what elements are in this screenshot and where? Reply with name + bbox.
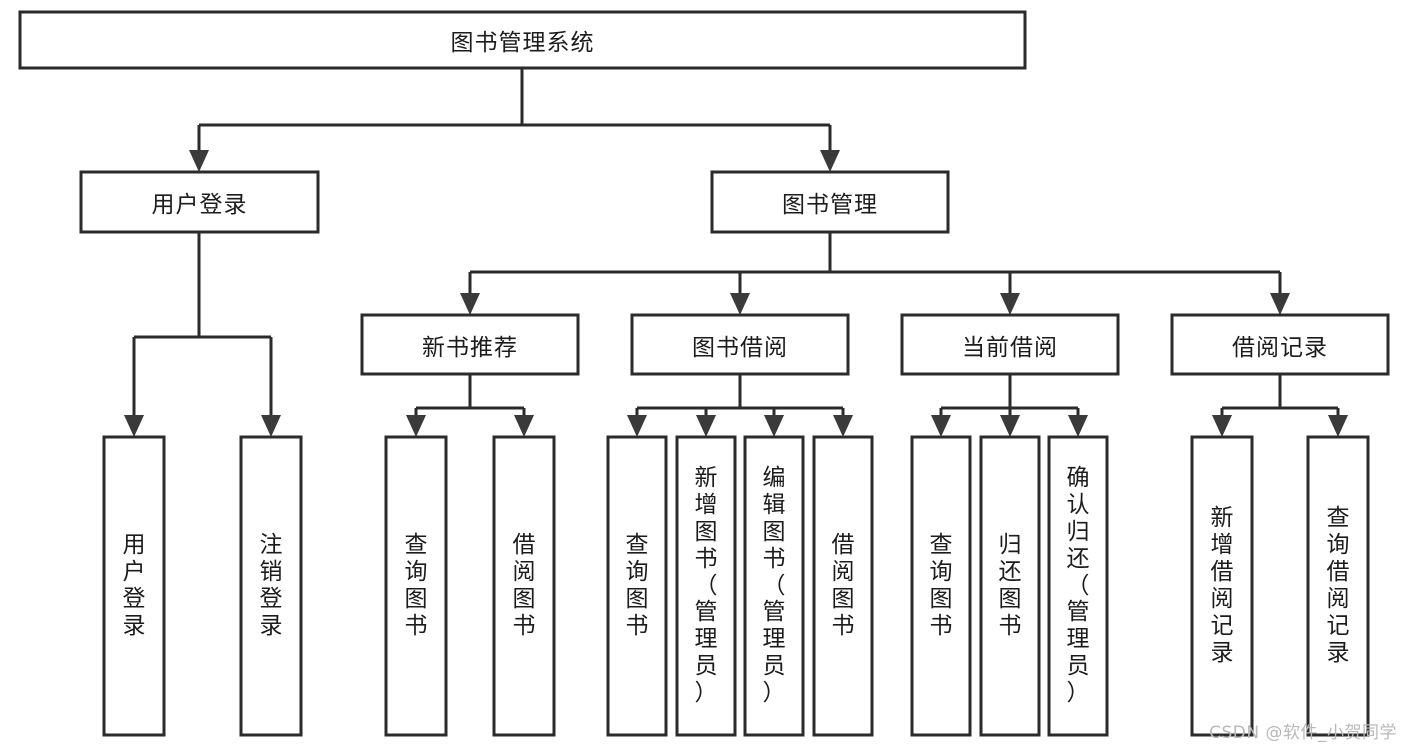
arrow-head-leaf-user-login-1	[124, 415, 144, 437]
node-borrow-record-box[interactable]	[1170, 313, 1390, 376]
leaf-box-current-borrow-3[interactable]	[1047, 435, 1109, 737]
leaf-box-user-login-2[interactable]	[239, 435, 303, 737]
arrow-head-leaf-user-login-2	[261, 415, 281, 437]
arrow-head-leaf-borrow-record-2	[1328, 415, 1348, 437]
node-new-book-box[interactable]	[360, 313, 580, 376]
arrow-head-user-login	[189, 150, 209, 172]
arrow-head-book-borrow	[730, 293, 750, 315]
arrow-head-borrow-record	[1270, 293, 1290, 315]
arrow-head-book-manage	[820, 150, 840, 172]
arrow-head-leaf-book-borrow-4	[833, 415, 853, 437]
arrow-head-leaf-borrow-record-1	[1212, 415, 1232, 437]
arrow-head-leaf-new-book-2	[514, 415, 534, 437]
node-root-box[interactable]	[18, 10, 1027, 70]
arrow-head-new-book	[460, 293, 480, 315]
arrow-head-leaf-book-borrow-2	[696, 415, 716, 437]
leaf-box-book-borrow-4[interactable]	[812, 435, 874, 737]
leaf-box-book-borrow-2[interactable]	[675, 435, 737, 737]
leaf-box-book-borrow-3[interactable]	[743, 435, 805, 737]
node-book-borrow-box[interactable]	[630, 313, 850, 376]
leaf-box-borrow-record-2[interactable]	[1306, 435, 1370, 737]
leaf-box-borrow-record-1[interactable]	[1190, 435, 1254, 737]
node-current-borrow-box[interactable]	[900, 313, 1120, 376]
leaf-box-new-book-1[interactable]	[384, 435, 448, 737]
arrow-head-leaf-current-borrow-2	[1000, 415, 1020, 437]
arrow-head-leaf-current-borrow-1	[931, 415, 951, 437]
arrow-head-current-borrow	[1000, 293, 1020, 315]
leaf-box-book-borrow-1[interactable]	[606, 435, 668, 737]
arrow-head-leaf-current-borrow-3	[1068, 415, 1088, 437]
leaf-box-current-borrow-1[interactable]	[910, 435, 972, 737]
arrow-head-leaf-new-book-1	[406, 415, 426, 437]
leaf-box-current-borrow-2[interactable]	[979, 435, 1041, 737]
leaf-box-new-book-2[interactable]	[492, 435, 556, 737]
leaf-box-user-login-1[interactable]	[102, 435, 166, 737]
node-book-manage-box[interactable]	[710, 170, 950, 234]
arrow-head-leaf-book-borrow-3	[764, 415, 784, 437]
node-user-login-box[interactable]	[79, 170, 320, 234]
arrow-head-leaf-book-borrow-1	[627, 415, 647, 437]
